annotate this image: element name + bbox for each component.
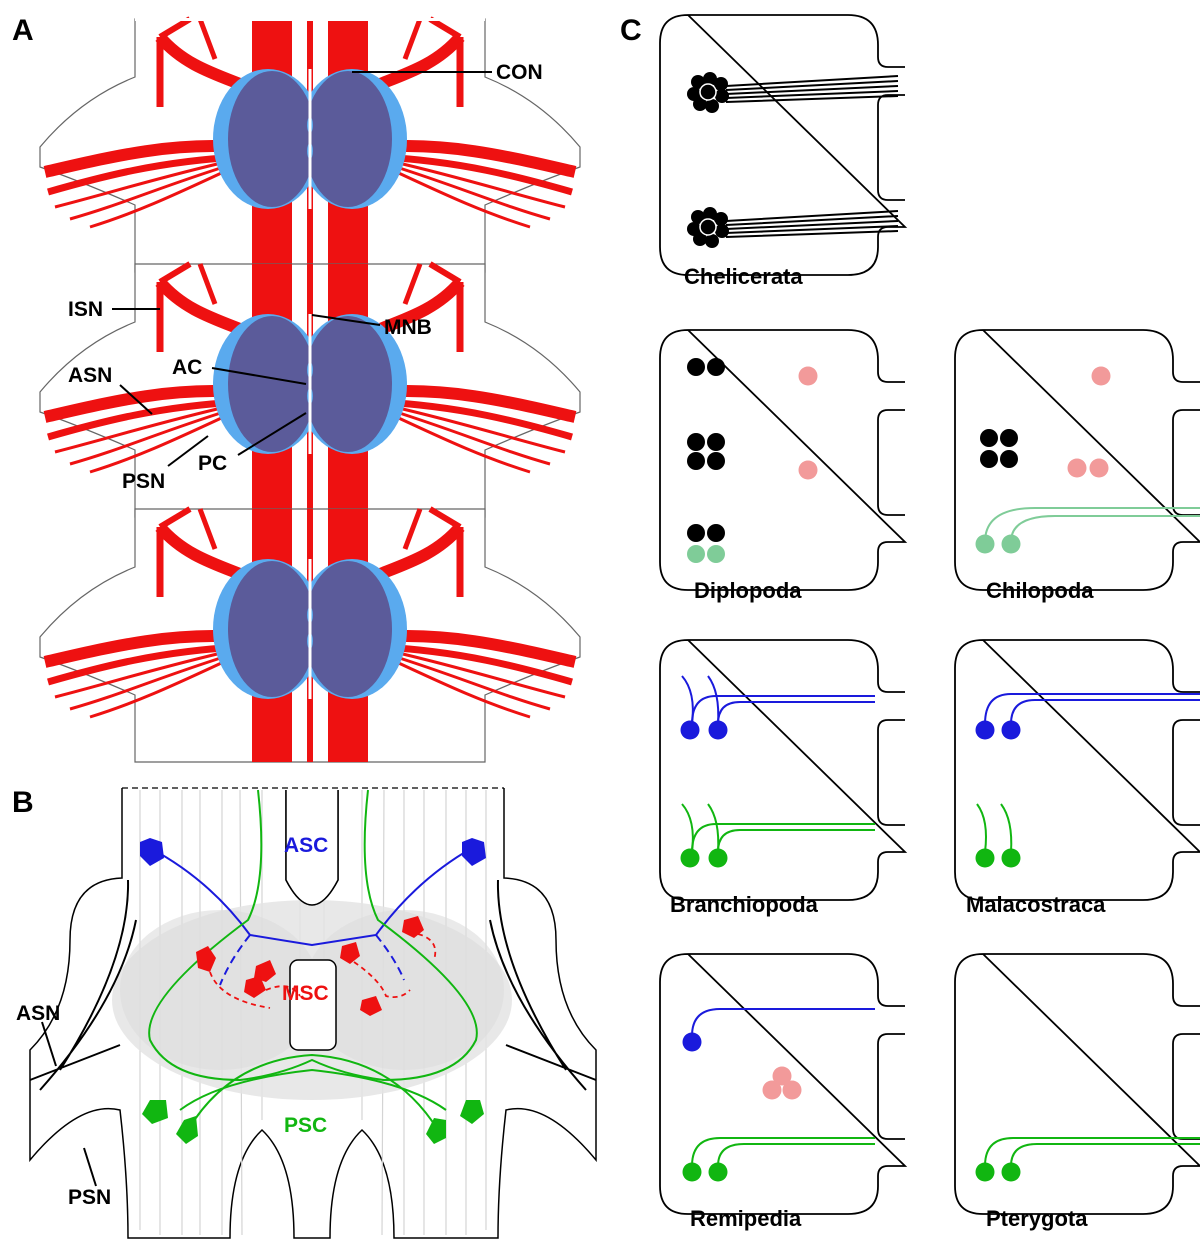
panel-c-letter: C [620, 14, 642, 47]
taxon-label-remipedia: Remipedia [690, 1206, 802, 1231]
panel-a-letter: A [12, 14, 34, 47]
panel-c: C Chelicerata Diplopoda [620, 14, 1200, 1231]
taxon-label-chilopoda: Chilopoda [986, 578, 1094, 603]
box-pterygota [954, 953, 1200, 1215]
taxon-label-diplopoda: Diplopoda [694, 578, 802, 603]
taxon-label-malacostraca: Malacostraca [966, 892, 1106, 917]
taxon-label-branchiopoda: Branchiopoda [670, 892, 819, 917]
label-psn-b: PSN [68, 1186, 111, 1209]
label-pc: PC [198, 452, 227, 475]
box-chelicerata [659, 14, 906, 276]
label-mnb: MNB [384, 316, 432, 339]
box-remipedia [659, 953, 906, 1215]
panel-b-letter: B [12, 786, 34, 819]
label-psn: PSN [122, 470, 165, 493]
taxon-label-chelicerata: Chelicerata [684, 264, 803, 289]
panel-b: B [12, 786, 597, 1239]
segment-2 [40, 264, 580, 517]
box-diplopoda [659, 329, 906, 591]
label-asn-b: ASN [16, 1002, 60, 1025]
segment-3 [40, 509, 580, 762]
label-asc: ASC [284, 834, 328, 857]
label-asn: ASN [68, 364, 112, 387]
segment-1 [40, 19, 580, 272]
taxon-label-pterygota: Pterygota [986, 1206, 1088, 1231]
box-chilopoda [954, 329, 1200, 591]
label-isn: ISN [68, 298, 103, 321]
label-msc: MSC [282, 982, 329, 1005]
label-psc: PSC [284, 1114, 327, 1137]
label-ac: AC [172, 356, 202, 379]
box-malacostraca [954, 639, 1200, 901]
box-branchiopoda [659, 639, 906, 901]
label-con: CON [496, 61, 543, 84]
panel-a: A CON ISN MNB AC ASN PC PSN [12, 14, 580, 762]
